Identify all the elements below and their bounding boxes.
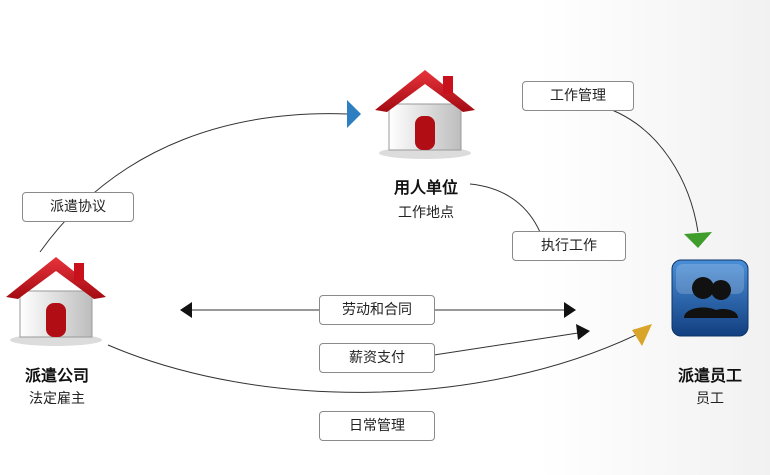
dispatch-company-house-icon — [6, 257, 106, 346]
dispatch-company-subtitle: 法定雇主 — [29, 391, 85, 407]
employer-title: 用人单位 — [393, 178, 458, 197]
employer-house-icon — [375, 70, 475, 159]
arrow-gold-icon — [632, 324, 652, 346]
salary-payment-tag: 薪资支付 — [319, 343, 435, 373]
arc-employer-to-execute — [469, 183, 541, 233]
arc-dispatch-to-employer — [39, 113, 349, 253]
line-salary-payment — [433, 332, 579, 356]
arc-daily-management — [107, 332, 641, 393]
daily-management-tag: 日常管理 — [319, 411, 435, 441]
employee-users-icon — [671, 259, 749, 337]
employee-title: 派遣员工 — [677, 366, 742, 385]
employer-subtitle: 工作地点 — [398, 205, 454, 221]
arrow-right-icon — [564, 302, 576, 318]
arrow-left-icon — [180, 302, 192, 318]
arrow-green-icon — [684, 232, 712, 248]
employee-subtitle: 员工 — [696, 391, 724, 407]
dispatch-company-title: 派遣公司 — [24, 366, 89, 385]
labor-contract-tag: 劳动和合同 — [319, 295, 435, 325]
execute-work-tag: 执行工作 — [512, 231, 626, 261]
arrow-salary-icon — [576, 324, 590, 340]
work-management-tag: 工作管理 — [522, 81, 634, 111]
arrow-blue-icon — [347, 100, 361, 128]
dispatch-agreement-tag: 派遣协议 — [22, 192, 134, 222]
arc-work-management — [611, 109, 699, 233]
